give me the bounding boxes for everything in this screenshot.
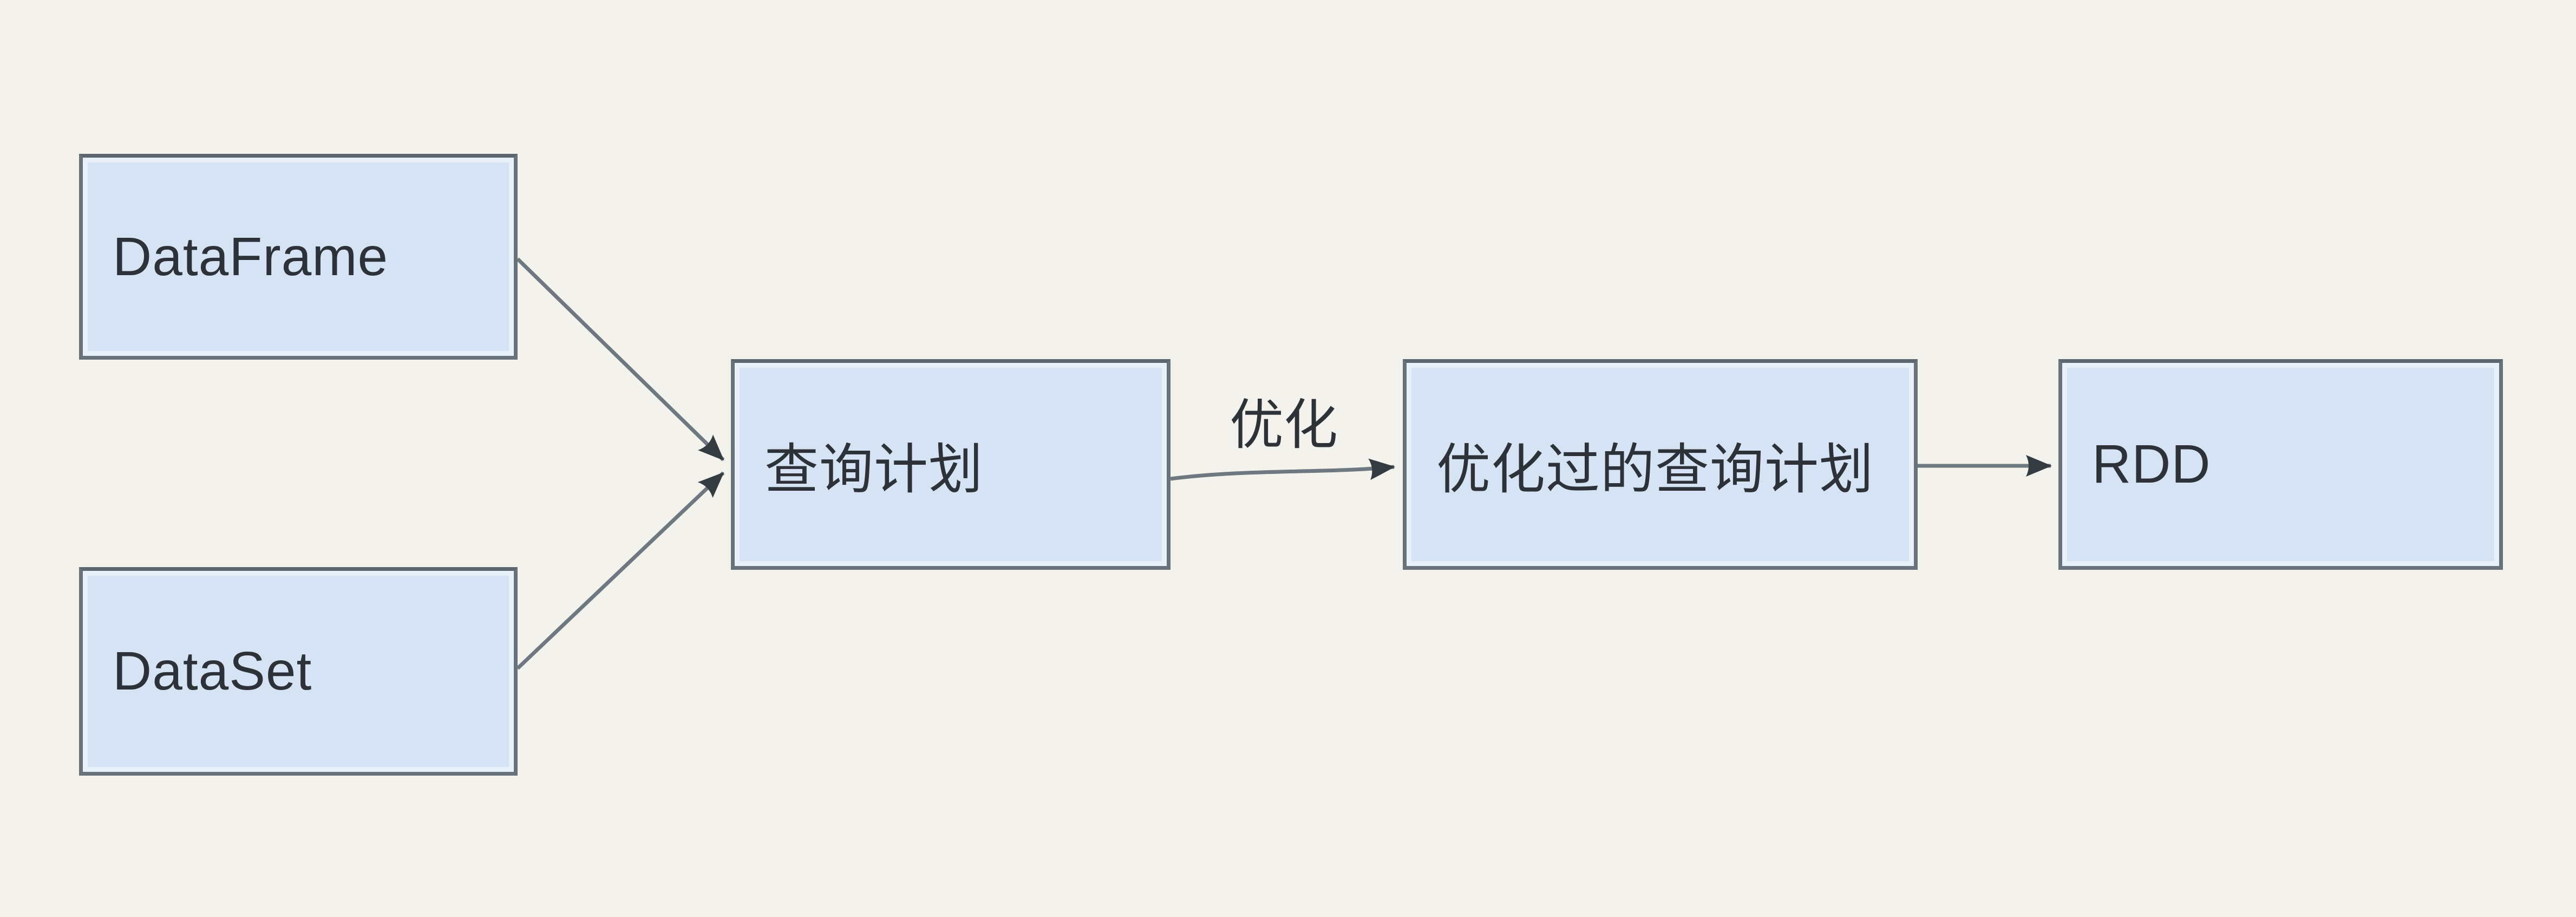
- node-dataset: DataSet: [79, 567, 518, 776]
- node-query-plan-label: 查询计划: [764, 439, 983, 500]
- node-rdd-label: RDD: [2092, 434, 2211, 495]
- node-rdd: RDD: [2058, 359, 2503, 570]
- edge-dataset-to-queryplan-arrow: [516, 471, 725, 670]
- node-dataset-label: DataSet: [113, 641, 312, 701]
- node-optimized-query-plan: 优化过的查询计划: [1403, 359, 1918, 570]
- edge-queryplan-to-optimized-arrow: [1170, 458, 1395, 481]
- edge-dataframe-to-queryplan-arrow: [516, 257, 725, 461]
- edge-optimize-label: 优化: [1230, 395, 1338, 456]
- node-query-plan: 查询计划: [731, 359, 1171, 570]
- node-optimized-query-plan-label: 优化过的查询计划: [1436, 439, 1874, 500]
- node-dataframe-label: DataFrame: [113, 226, 389, 287]
- node-dataframe: DataFrame: [79, 154, 518, 360]
